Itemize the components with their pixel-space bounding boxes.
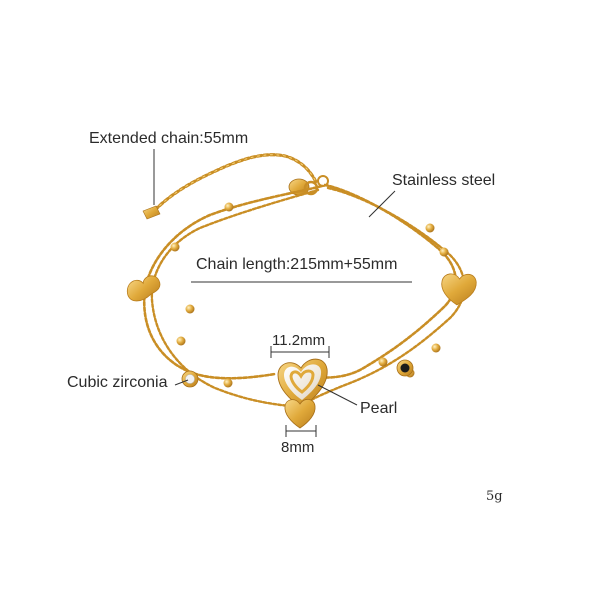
gold-heart-charm-small xyxy=(284,398,316,429)
weight-label: 5g xyxy=(486,489,503,504)
cubic-zirconia-stone xyxy=(181,370,199,388)
stone-label: Cubic zirconia xyxy=(67,374,168,391)
inner-chain xyxy=(150,186,466,408)
heart-width-large-label: 11.2mm xyxy=(272,332,326,349)
extension-chain xyxy=(142,153,318,220)
heart-charm-left xyxy=(126,275,161,302)
chain-length-label: Chain length:215mm+55mm xyxy=(196,256,398,273)
heart-width-small-label: 8mm xyxy=(281,439,315,456)
extended-chain-label: Extended chain:55mm xyxy=(89,130,249,147)
heart-charm-right xyxy=(441,273,477,306)
beads xyxy=(170,202,449,388)
pearl-pointer xyxy=(317,384,358,406)
pearl-heart-charm xyxy=(277,358,328,409)
pearl-label: Pearl xyxy=(360,400,398,417)
material-pointer xyxy=(368,190,396,218)
annotation-lines xyxy=(153,149,412,437)
stone-pointer xyxy=(174,379,189,386)
material-label: Stainless steel xyxy=(392,172,496,189)
black-stone xyxy=(396,359,414,377)
